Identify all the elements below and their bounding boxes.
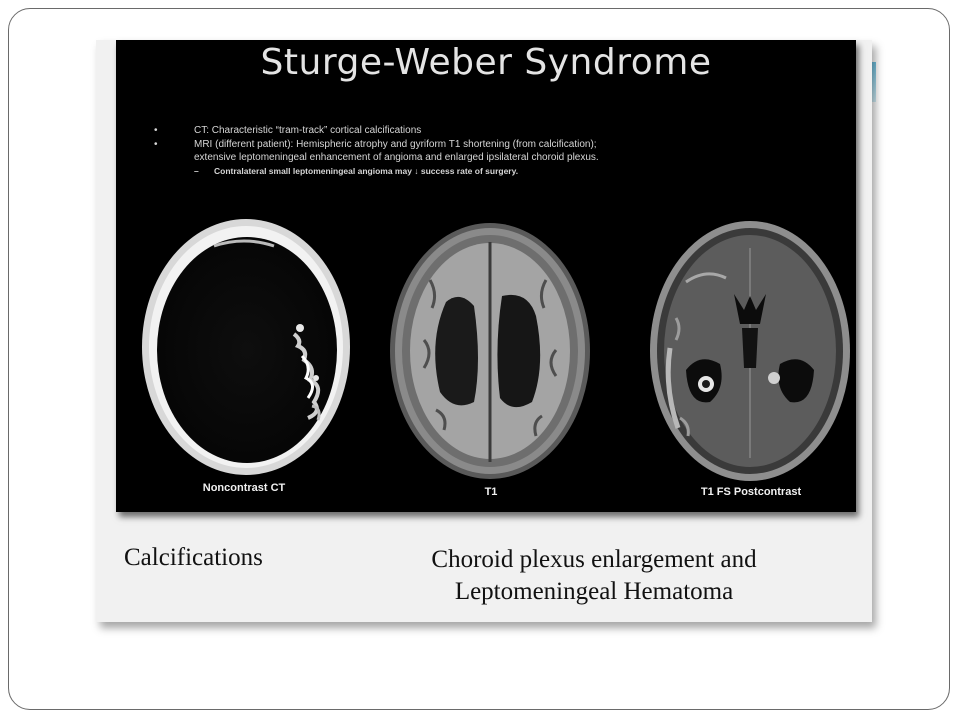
sub-bullet-dash: –: [194, 166, 199, 176]
t1-fs-postcontrast-brain-scan-icon: [646, 218, 854, 484]
t1-mri-brain-scan-icon: [386, 220, 594, 482]
dark-slide-panel: Sturge-Weber Syndrome • CT: Characterist…: [116, 40, 856, 512]
caption-line: Choroid plexus enlargement and: [431, 546, 757, 573]
bullet-text: extensive leptomeningeal enhancement of …: [194, 152, 599, 163]
bullet-dot: •: [154, 139, 158, 150]
bullet-dot: •: [154, 125, 158, 136]
caption-line: Leptomeningeal Hematoma: [454, 578, 734, 605]
caption-calcifications: Calcifications: [124, 544, 263, 571]
figure-image: Sturge-Weber Syndrome • CT: Characterist…: [96, 40, 872, 622]
scan-label-t1-fs: T1 FS Postcontrast: [700, 486, 802, 498]
slide-title: Sturge-Weber Syndrome: [260, 42, 712, 83]
caption-choroid-plexus: Choroid plexus enlargement and Leptomeni…: [374, 544, 814, 608]
bullet-list: • CT: Characteristic “tram-track” cortic…: [154, 124, 834, 178]
sub-bullet-text: Contralateral small leptomeningeal angio…: [214, 166, 519, 176]
scan-label-t1: T1: [484, 486, 498, 498]
ct-brain-scan-icon: [134, 216, 356, 486]
scan-label-ct: Noncontrast CT: [202, 482, 286, 494]
sub-bullet-angioma: – Contralateral small leptomeningeal ang…: [154, 165, 834, 178]
bullet-text: CT: Characteristic “tram-track” cortical…: [194, 125, 422, 136]
bullet-mri: • MRI (different patient): Hemispheric a…: [154, 138, 834, 164]
bullet-ct: • CT: Characteristic “tram-track” cortic…: [154, 124, 834, 137]
bullet-text: MRI (different patient): Hemispheric atr…: [194, 139, 597, 150]
